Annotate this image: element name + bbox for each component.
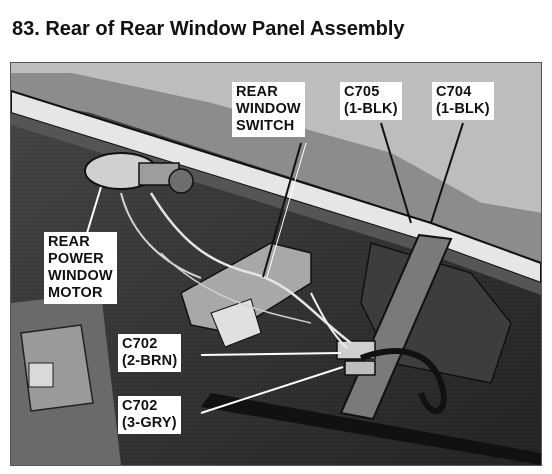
callout-line: REAR [48, 234, 90, 250]
callout-line: C704 [436, 84, 472, 100]
callout-line: REAR [236, 84, 278, 100]
callout-line: (3-GRY) [122, 415, 177, 431]
callout-line: C702 [122, 336, 158, 352]
callout-line: C705 [344, 84, 380, 100]
callout-c705: C705 (1-BLK) [340, 82, 402, 120]
callout-line: (2-BRN) [122, 353, 178, 369]
callout-line: MOTOR [48, 285, 103, 301]
callout-rear-window-switch: REAR WINDOW SWITCH [232, 82, 305, 137]
callout-c704: C704 (1-BLK) [432, 82, 494, 120]
callout-rear-power-window-motor: REAR POWER WINDOW MOTOR [44, 232, 117, 304]
callout-line: (1-BLK) [436, 101, 490, 117]
callout-line: POWER [48, 251, 104, 267]
callout-c702-brn: C702 (2-BRN) [118, 334, 182, 372]
callout-line: (1-BLK) [344, 101, 398, 117]
callout-line: WINDOW [48, 268, 113, 284]
callout-c702-gry: C702 (3-GRY) [118, 396, 181, 434]
callout-line: C702 [122, 398, 158, 414]
callout-line: WINDOW [236, 101, 301, 117]
figure-title: 83. Rear of Rear Window Panel Assembly [12, 18, 405, 40]
callout-line: SWITCH [236, 118, 295, 134]
